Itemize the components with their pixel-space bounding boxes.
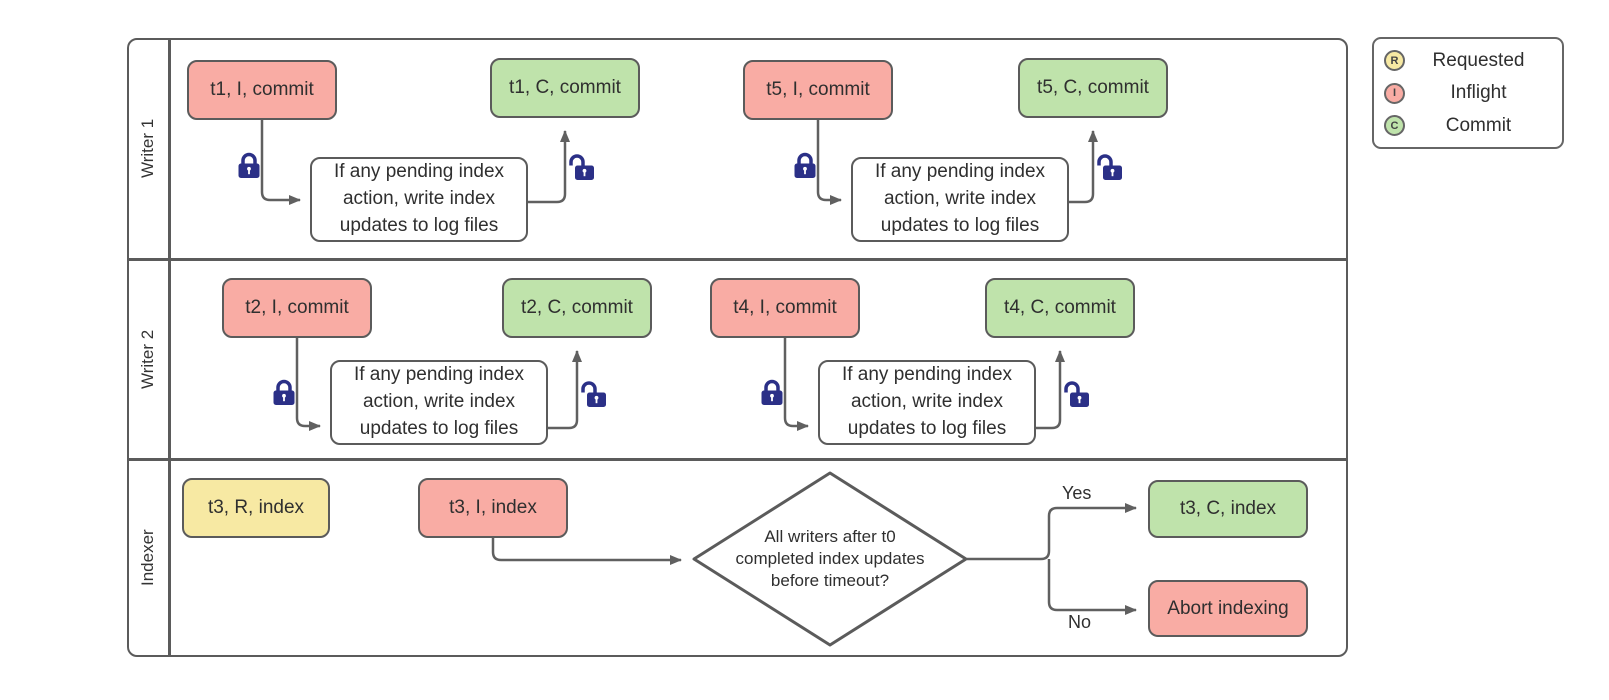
legend-row-commit: C Commit <box>1384 112 1552 139</box>
legend: R Requested I Inflight C Commit <box>1372 37 1564 149</box>
lock-closed-icon <box>272 379 296 411</box>
node-t5-commit: t5, C, commit <box>1018 58 1168 118</box>
decision-text: All writers after t0 completed index upd… <box>735 526 925 591</box>
node-process-writer1-t1: If any pending index action, write index… <box>310 157 528 242</box>
legend-label-inflight: Inflight <box>1450 82 1507 103</box>
decision-diamond: All writers after t0 completed index upd… <box>690 469 970 649</box>
node-t4-commit: t4, C, commit <box>985 278 1135 338</box>
node-abort-indexing: Abort indexing <box>1148 580 1308 637</box>
branch-label-yes: Yes <box>1062 483 1092 503</box>
node-t3-inflight: t3, I, index <box>418 478 568 538</box>
requested-state-icon: R <box>1384 50 1405 71</box>
lock-open-icon <box>581 381 607 413</box>
lane-divider-1 <box>127 258 1348 261</box>
inflight-state-icon: I <box>1384 82 1405 104</box>
node-t5-inflight: t5, I, commit <box>743 60 893 120</box>
lane-divider-2 <box>127 458 1348 461</box>
lane-label-divider <box>168 38 171 657</box>
lock-closed-icon <box>793 152 817 184</box>
legend-row-inflight: I Inflight <box>1384 80 1552 107</box>
node-t3-requested: t3, R, index <box>182 478 330 538</box>
legend-row-requested: R Requested <box>1384 47 1552 74</box>
branch-label-no: No <box>1068 612 1092 632</box>
legend-label-requested: Requested <box>1432 49 1525 71</box>
lock-closed-icon <box>237 152 261 184</box>
legend-label-commit: Commit <box>1445 114 1512 136</box>
diamond-shape <box>692 471 968 647</box>
node-t2-commit: t2, C, commit <box>502 278 652 338</box>
lock-closed-icon <box>760 379 784 411</box>
node-t1-commit: t1, C, commit <box>490 58 640 118</box>
node-process-writer1-t5: If any pending index action, write index… <box>851 157 1069 242</box>
node-process-writer2-t4: If any pending index action, write index… <box>818 360 1036 445</box>
lock-open-icon <box>1097 154 1123 186</box>
node-t3-commit: t3, C, index <box>1148 480 1308 538</box>
lock-open-icon <box>569 154 595 186</box>
node-t1-inflight: t1, I, commit <box>187 60 337 120</box>
node-t4-inflight: t4, I, commit <box>710 278 860 338</box>
commit-state-icon: C <box>1384 115 1405 136</box>
node-process-writer2-t2: If any pending index action, write index… <box>330 360 548 445</box>
lock-open-icon <box>1064 381 1090 413</box>
pool-frame <box>127 38 1348 657</box>
node-t2-inflight: t2, I, commit <box>222 278 372 338</box>
